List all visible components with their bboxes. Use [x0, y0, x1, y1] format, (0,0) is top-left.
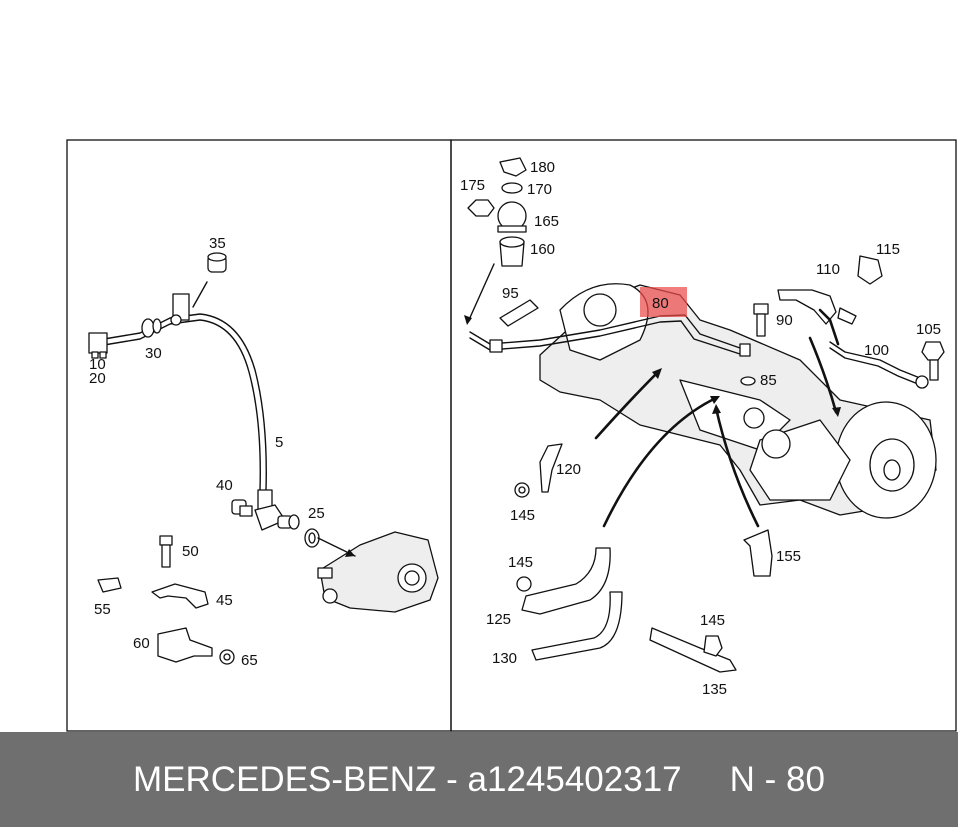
callout-25: 25 — [308, 505, 325, 522]
callout-110: 110 — [816, 261, 840, 278]
callout-105: 105 — [916, 321, 941, 338]
callout-145-b: 145 — [508, 554, 533, 571]
left-panel-drawing — [88, 252, 439, 665]
callout-50: 50 — [182, 543, 199, 560]
callout-60: 60 — [133, 635, 150, 652]
callout-120: 120 — [556, 461, 581, 478]
callout-5: 5 — [275, 434, 283, 451]
callout-175: 175 — [460, 177, 485, 194]
callout-20: 20 — [89, 370, 106, 387]
callout-180: 180 — [530, 159, 555, 176]
callout-115: 115 — [876, 241, 900, 258]
footer-position: N - 80 — [729, 759, 825, 799]
callout-90: 90 — [776, 312, 793, 329]
footer-bar: MERCEDES-BENZ - a1245402317 N - 80 — [0, 732, 958, 827]
footer-separator: - — [436, 759, 468, 799]
callout-145-c: 145 — [700, 612, 725, 629]
callout-135: 135 — [702, 681, 727, 698]
callout-125: 125 — [486, 611, 511, 628]
callout-10: 10 — [89, 356, 106, 373]
highlight-marker — [640, 287, 687, 317]
callout-35: 35 — [209, 235, 226, 252]
right-panel-drawing — [464, 157, 945, 673]
callout-65: 65 — [241, 652, 258, 669]
callout-130: 130 — [492, 650, 517, 667]
callout-40: 40 — [216, 477, 233, 494]
footer-part-number: a1245402317 — [467, 759, 682, 799]
callout-155: 155 — [776, 548, 801, 565]
callout-85: 85 — [760, 372, 777, 389]
callout-45: 45 — [216, 592, 233, 609]
callout-165: 165 — [534, 213, 559, 230]
footer-caption: MERCEDES-BENZ - a1245402317 N - 80 — [0, 732, 958, 827]
right-panel-frame — [450, 139, 957, 732]
callout-160: 160 — [530, 241, 555, 258]
callout-170: 170 — [527, 181, 552, 198]
right-callouts: 180 175 170 165 160 95 90 110 115 105 10… — [460, 159, 941, 698]
callout-55: 55 — [94, 601, 111, 618]
left-callouts: 35 10 20 30 5 40 25 50 55 45 60 65 — [89, 235, 325, 669]
callout-145-a: 145 — [510, 507, 535, 524]
footer-brand: MERCEDES-BENZ — [133, 759, 437, 799]
callout-100: 100 — [864, 342, 889, 359]
callout-30: 30 — [145, 345, 162, 362]
callout-95: 95 — [502, 285, 519, 302]
